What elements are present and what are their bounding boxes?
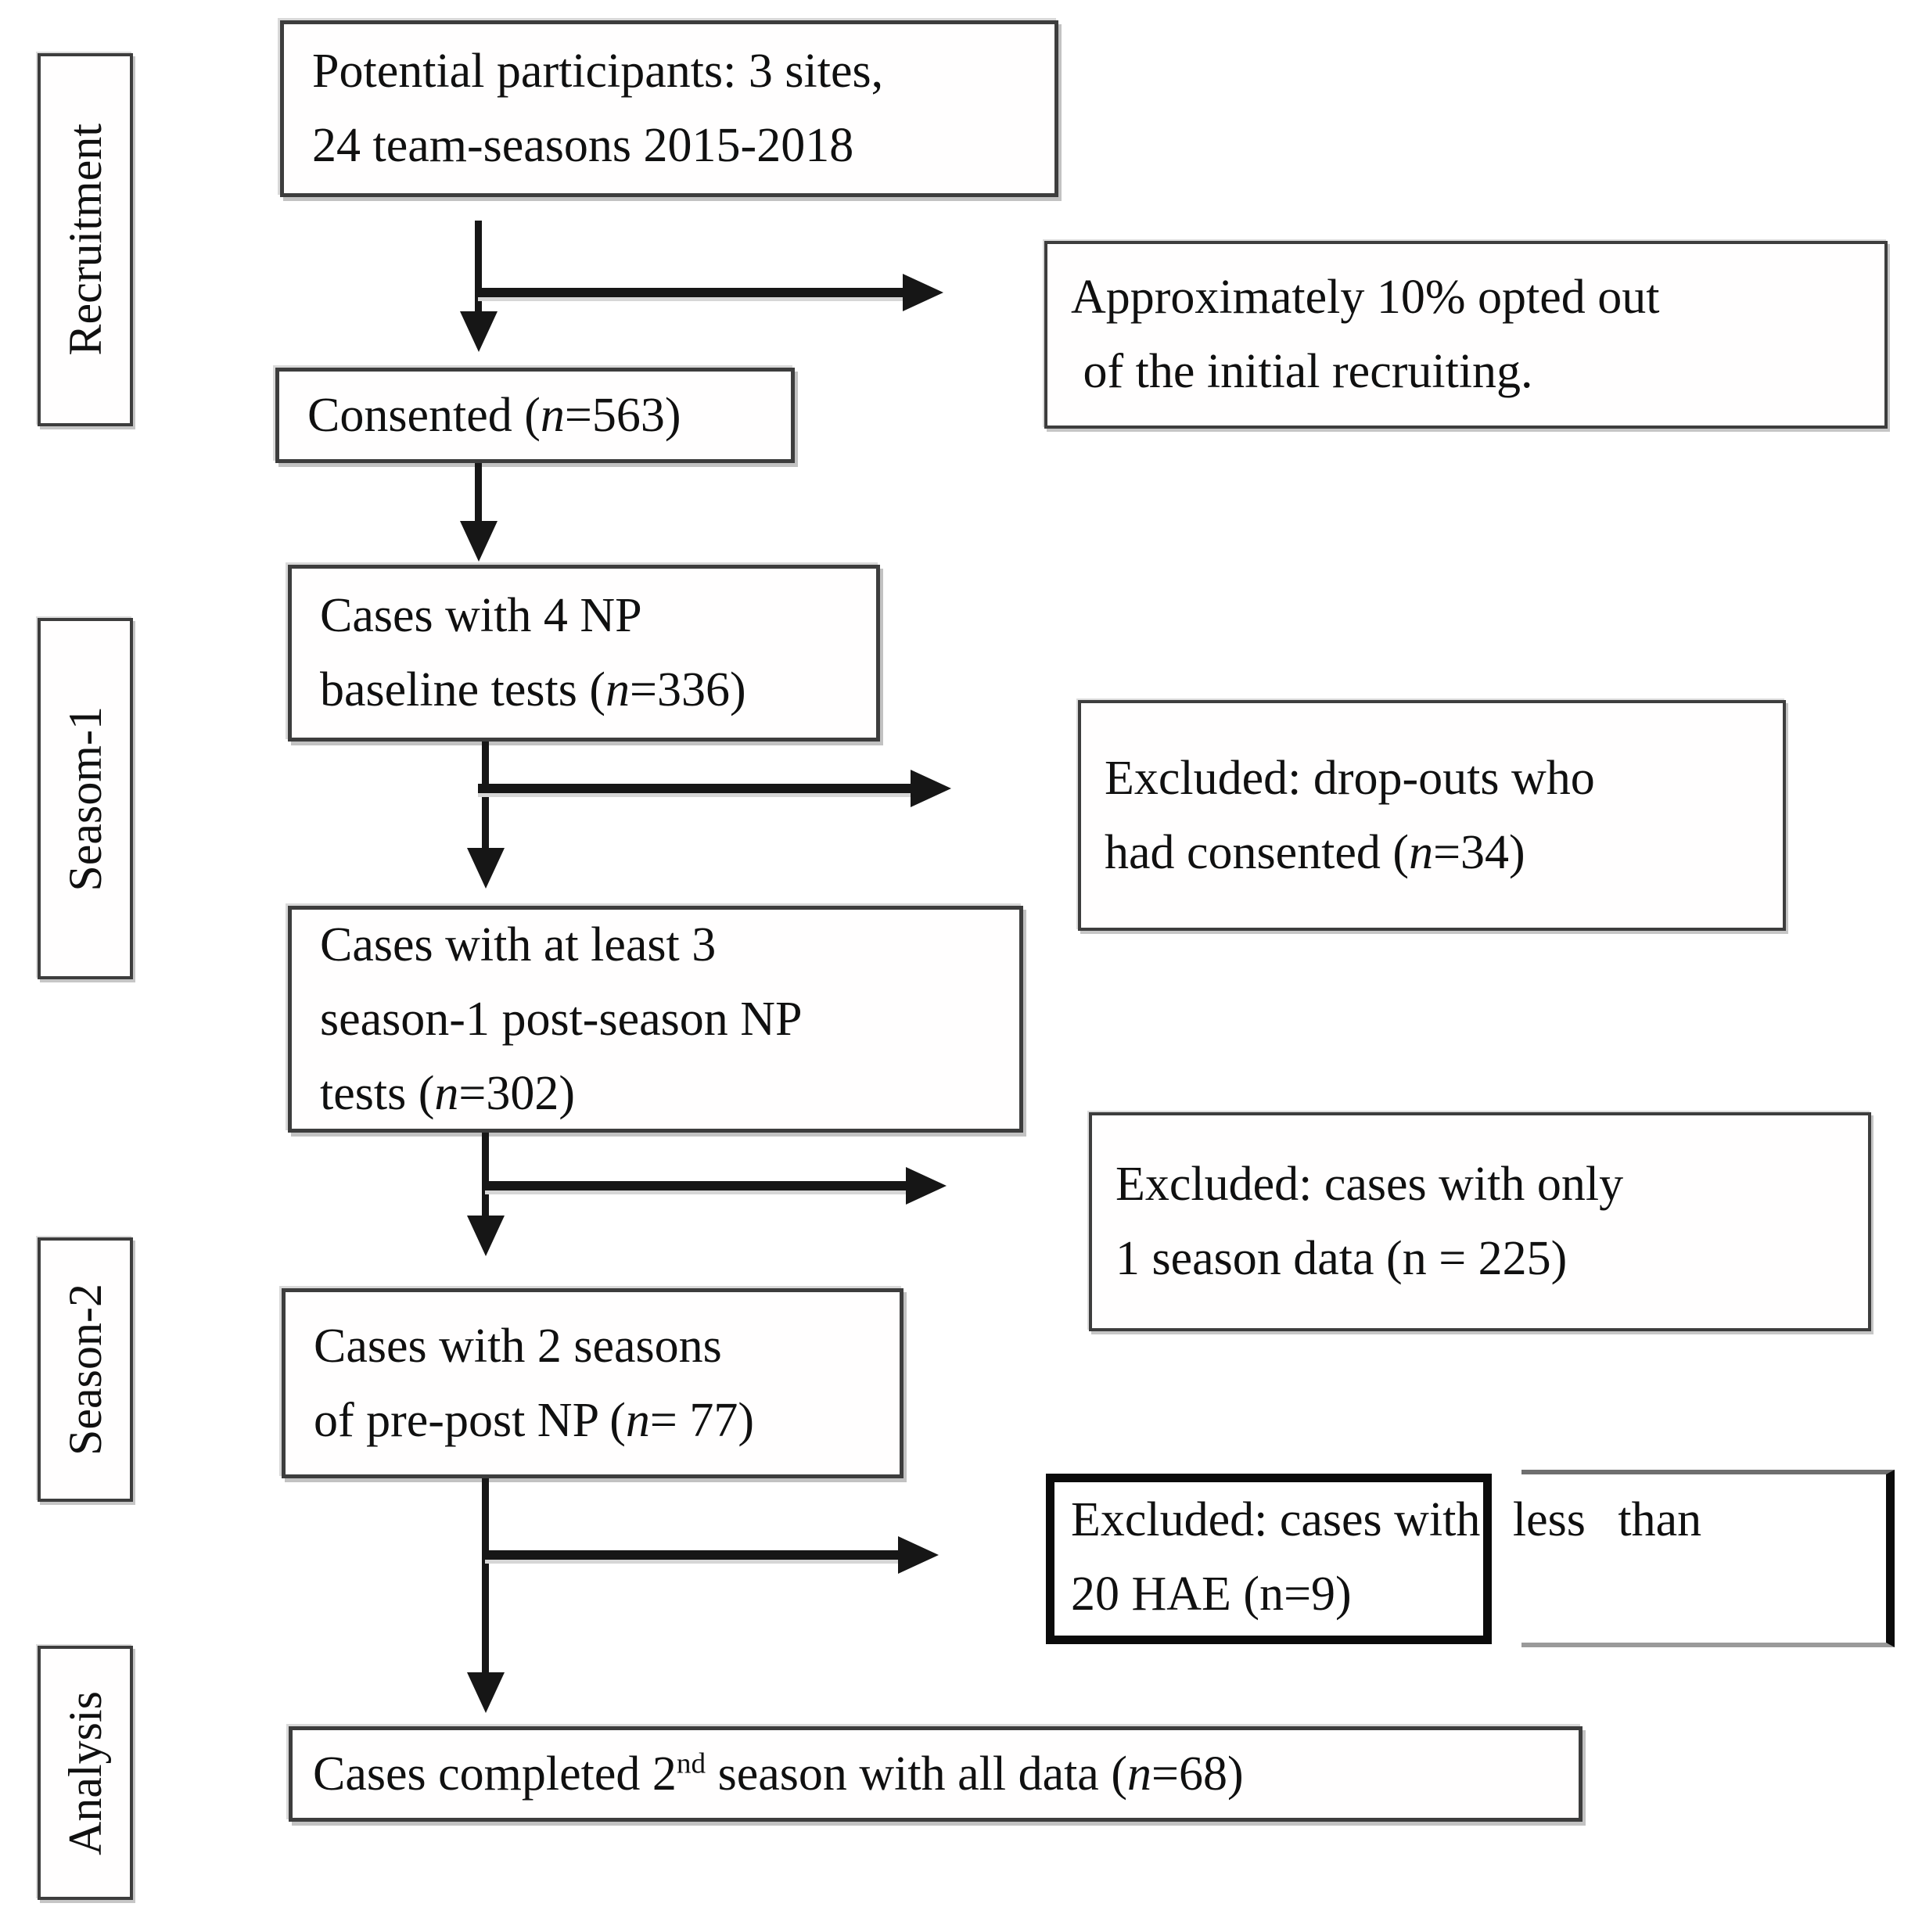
arrowhead-down-5 — [467, 1672, 505, 1713]
text-line: 1 season data (n = 225) — [1115, 1232, 1568, 1285]
arrowhead-down-3 — [467, 848, 505, 889]
box-season1-postseason-tests: Cases with at least 3 season-1 post-seas… — [288, 906, 1023, 1133]
text-line: Approximately 10% opted out — [1071, 271, 1660, 324]
arrow-line-4 — [482, 1133, 489, 1219]
text-line: had consented (n=34) — [1105, 825, 1525, 879]
text-line: Cases with 4 NP — [320, 589, 642, 642]
text-line: season-1 post-season NP — [320, 992, 803, 1046]
arrowhead-right-opted-out — [903, 274, 943, 311]
text-line: Consented (n=563) — [307, 388, 681, 442]
text-line: of the initial recruiting. — [1071, 345, 1533, 398]
text-line: of pre-post NP (n= 77) — [314, 1393, 755, 1447]
text-line: baseline tests (n=336) — [320, 663, 746, 716]
arrowhead-down-2 — [460, 521, 498, 562]
stage-label-text: Analysis — [59, 1690, 111, 1855]
arrow-line-3 — [482, 742, 489, 851]
stage-label-analysis: Analysis — [38, 1646, 133, 1900]
arrowhead-right-one-season — [906, 1167, 947, 1205]
text-line: Cases with at least 3 — [320, 918, 717, 971]
arrow-line-1 — [475, 221, 482, 316]
stage-label-recruitment: Recruitment — [38, 53, 133, 426]
low-hae-frame-right — [1521, 1470, 1895, 1647]
box-opted-out: Approximately 10% opted out of the initi… — [1044, 241, 1888, 429]
text-line: Potential participants: 3 sites, — [312, 45, 884, 98]
stage-label-text: Recruitment — [59, 124, 111, 356]
branch-line-opted-out — [478, 288, 904, 297]
arrow-line-5 — [482, 1478, 489, 1675]
arrowhead-right-low-hae — [898, 1536, 939, 1574]
arrowhead-down-4 — [467, 1216, 505, 1256]
text-line: Cases completed 2nd season with all data… — [313, 1747, 1244, 1801]
box-excluded-dropouts: Excluded: drop-outs who had consented (n… — [1078, 700, 1786, 931]
box-excluded-low-hae: Excluded: cases with less than 20 HAE (n… — [1046, 1467, 1895, 1655]
box-two-seasons-prepost: Cases with 2 seasons of pre-post NP (n= … — [282, 1288, 904, 1478]
box-excluded-one-season: Excluded: cases with only 1 season data … — [1089, 1112, 1871, 1331]
arrowhead-down-1 — [460, 311, 498, 352]
arrow-line-2 — [475, 463, 482, 526]
branch-line-low-hae — [485, 1550, 900, 1560]
text-line: 20 HAE (n=9) — [1071, 1568, 1352, 1621]
box-consented: Consented (n=563) — [275, 368, 795, 463]
stage-label-text: Season-2 — [59, 1284, 111, 1456]
stage-label-season2: Season-2 — [38, 1237, 133, 1502]
stage-label-text: Seasom-1 — [59, 706, 111, 892]
arrowhead-right-dropouts — [911, 770, 951, 807]
text-line: 24 team-seasons 2015-2018 — [312, 119, 854, 172]
box-baseline-tests: Cases with 4 NP baseline tests (n=336) — [288, 565, 880, 742]
low-hae-frame-left — [1046, 1474, 1492, 1644]
box-potential-participants: Potential participants: 3 sites, 24 team… — [280, 20, 1058, 197]
branch-line-dropouts — [478, 784, 912, 793]
text-line: Excluded: drop-outs who — [1105, 751, 1595, 805]
stage-label-season1: Seasom-1 — [38, 618, 133, 979]
text-line: Cases with 2 seasons — [314, 1319, 722, 1373]
branch-line-one-season — [485, 1181, 907, 1190]
box-completed-second-season: Cases completed 2nd season with all data… — [289, 1726, 1583, 1822]
text-line: tests (n=302) — [320, 1066, 575, 1120]
text-line: Excluded: cases with less than — [1071, 1493, 1702, 1546]
text-line: Excluded: cases with only — [1115, 1158, 1624, 1211]
